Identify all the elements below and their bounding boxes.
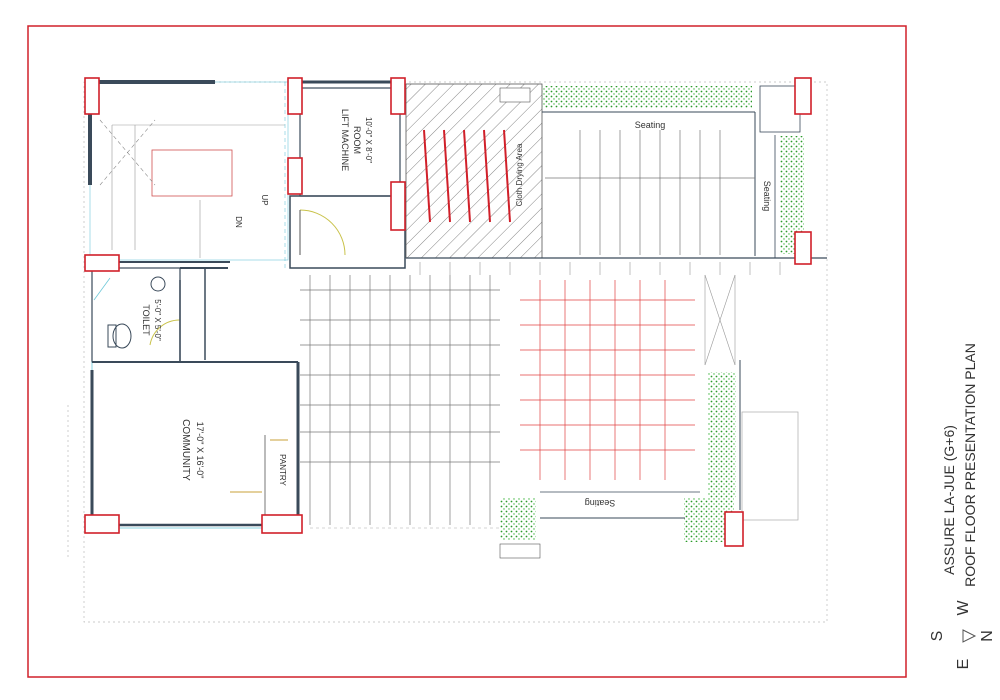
stair-core (88, 80, 289, 270)
column (794, 77, 812, 115)
cloth-drying-area (405, 83, 543, 259)
column (724, 511, 744, 547)
label-pantry: PANTRY (278, 454, 287, 486)
column (794, 231, 812, 265)
label-toilet-size: 5'-0" X 5'-0" (153, 299, 162, 341)
column (84, 77, 100, 115)
column (287, 77, 303, 115)
column (287, 157, 303, 195)
community-hall (90, 361, 300, 529)
label-cloth-drying: Cloth Drying Area (515, 143, 524, 206)
column (84, 514, 120, 534)
toilet-room (91, 267, 228, 363)
label-community: COMMUNITY (180, 419, 191, 481)
terrace-pergola-grid (300, 274, 736, 525)
label-seating-right: Seating (762, 181, 772, 212)
label-community-size: 17'-0" X 16'-0" (195, 422, 205, 479)
column (261, 514, 303, 534)
drawing-subtitle: ROOF FLOOR PRESENTATION PLAN (962, 343, 978, 587)
compass-s: S (929, 631, 946, 642)
compass-arrow-icon (962, 629, 977, 643)
label-up: UP (260, 194, 269, 205)
label-lift-machine-size: 10'-0" X 8'-0" (364, 117, 373, 163)
compass-e: E (955, 659, 972, 670)
label-seating-bottom: Seating (585, 498, 616, 508)
compass-n: N (979, 630, 996, 642)
lift-machine-room (289, 80, 406, 269)
label-seating-top: Seating (635, 120, 666, 130)
drawing-title: ASSURE LA-JUE (G+6) (941, 425, 957, 575)
compass-w: W (955, 600, 972, 616)
label-lift-machine-room: ROOM (352, 126, 362, 154)
seating-area-top (406, 85, 827, 275)
sheet-border (27, 25, 907, 678)
columns (84, 77, 812, 547)
site-boundary (83, 81, 828, 623)
label-toilet: TOILET (141, 304, 151, 336)
column (84, 254, 120, 272)
label-lift-machine: LIFT MACHINE (340, 109, 350, 171)
column (390, 77, 406, 115)
north-compass: S W N E (929, 600, 996, 670)
column (390, 181, 406, 231)
label-dn: DN (234, 216, 243, 228)
